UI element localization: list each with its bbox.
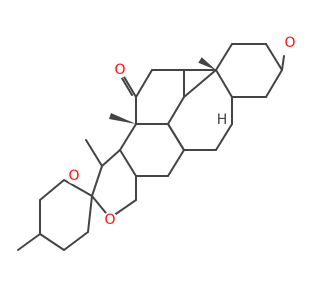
bond xyxy=(101,149,121,167)
bond xyxy=(91,165,103,197)
bond xyxy=(215,43,233,71)
bond xyxy=(39,179,65,201)
ring-junction-hydrogen-background xyxy=(214,112,230,128)
ketone-oxygen-background xyxy=(112,62,128,78)
pyran-ring-oxygen: O xyxy=(68,168,79,184)
bond xyxy=(265,43,283,71)
wedge-bond xyxy=(109,112,136,124)
pyran-ring-oxygen-background xyxy=(66,168,82,184)
hydroxyl-oxygen-background xyxy=(282,35,298,51)
bond xyxy=(167,96,185,125)
bond xyxy=(87,195,93,233)
bond xyxy=(17,233,41,251)
bond xyxy=(167,149,185,177)
bond xyxy=(85,139,103,167)
bond xyxy=(265,69,283,98)
bond xyxy=(167,123,185,151)
bond xyxy=(215,69,233,98)
bond xyxy=(281,55,285,71)
bond xyxy=(119,149,137,177)
bond xyxy=(39,233,65,251)
furan-ring-oxygen-background xyxy=(102,212,118,228)
bond xyxy=(63,179,93,197)
ring-junction-hydrogen: H xyxy=(217,112,228,128)
ketone-oxygen: O xyxy=(114,62,125,78)
molecule-structure: O O O O H xyxy=(17,35,298,251)
wedge-bond xyxy=(198,57,216,70)
bond xyxy=(183,69,217,98)
hydroxyl-oxygen: O xyxy=(284,35,295,51)
bond xyxy=(119,123,137,151)
bond xyxy=(63,231,89,251)
furan-ring-oxygen: O xyxy=(104,212,115,228)
bond xyxy=(215,123,233,151)
bond xyxy=(135,69,153,98)
